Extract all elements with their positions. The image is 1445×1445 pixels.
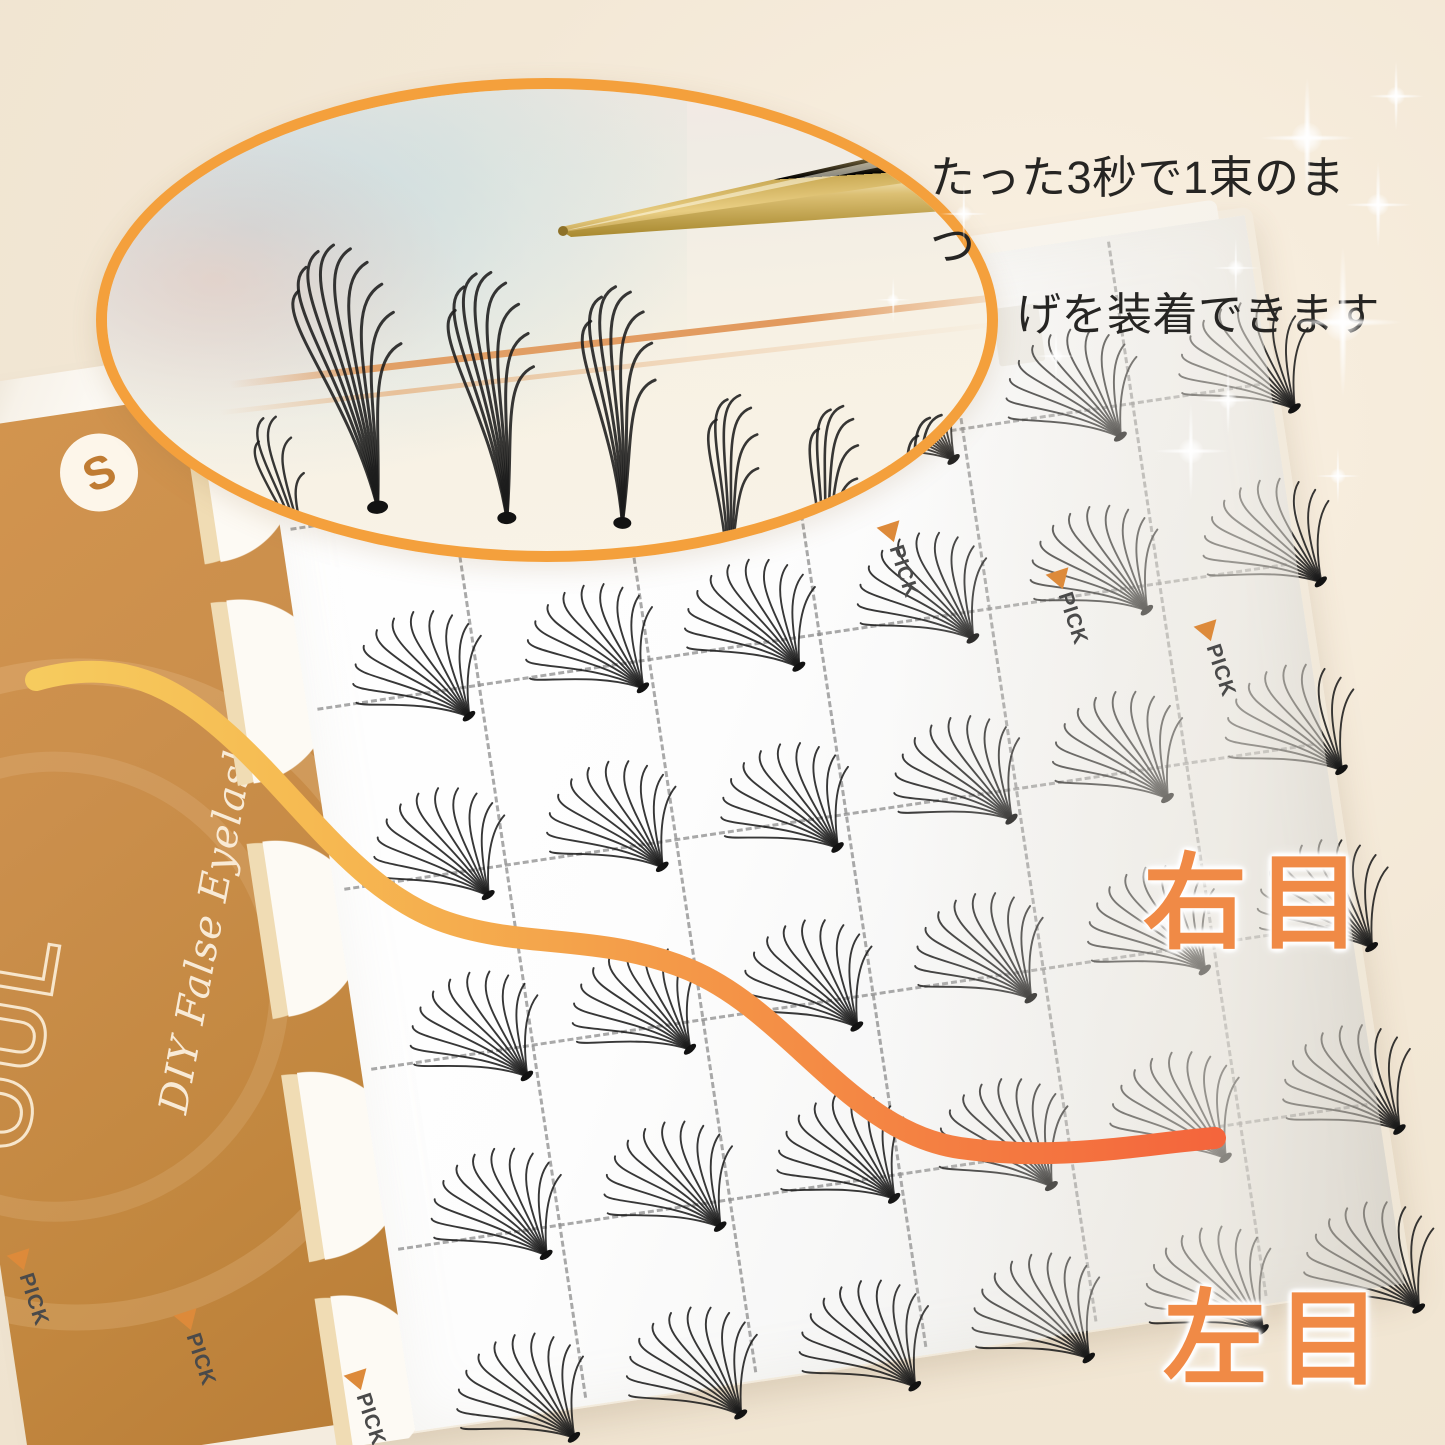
macro-inset-circle [96, 78, 998, 562]
brand-name: OUL [0, 921, 83, 1159]
headline-line-1: たった3秒で1束のまつ [930, 152, 1346, 272]
inset-lash-cluster [652, 362, 823, 551]
inset-lash-cluster [242, 199, 482, 519]
inset-lash-cluster [532, 251, 721, 529]
inset-lash-cluster [207, 378, 374, 551]
left-eye-label: 左目 [1163, 1282, 1392, 1398]
headline-text: たった3秒で1束のまつ げを装着できます [930, 144, 1390, 349]
inset-lash-cluster [402, 236, 602, 525]
gold-tweezer-icon [558, 135, 973, 237]
sparkle-icon [1361, 61, 1431, 131]
inset-lash-cluster [747, 371, 927, 551]
right-eye-label: 右目 [1143, 846, 1372, 962]
inset-lash-cluster [840, 376, 987, 551]
headline-line-2: げを装着できます [1015, 288, 1380, 340]
